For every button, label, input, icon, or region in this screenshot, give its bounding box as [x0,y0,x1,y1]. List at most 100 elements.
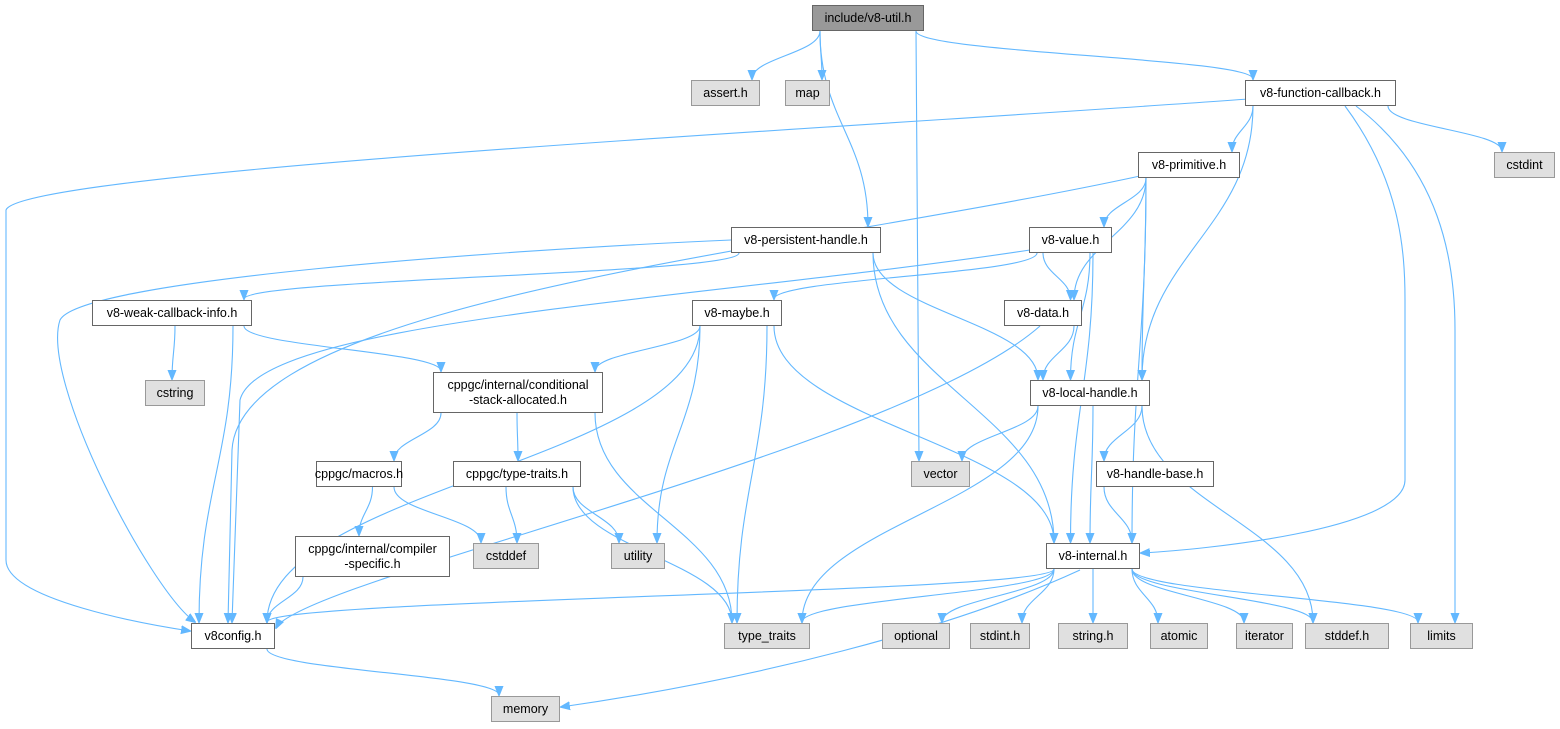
node-label: cstring [156,385,194,400]
edge-weak-to-cstring [172,325,175,379]
node-label: include/v8-util.h [824,10,912,25]
node-label: v8-handle-base.h [1106,466,1204,481]
edge-maybe-to-utility [657,325,701,542]
node-label: v8-primitive.h [1151,157,1227,172]
node-label: cppgc/internal/compiler -specific.h [308,541,437,571]
node-label: v8-function-callback.h [1260,85,1381,100]
node-label: limits [1427,628,1456,643]
edge-pers-to-local [872,252,1038,379]
node-maybe[interactable]: v8-maybe.h [692,300,782,326]
node-hbase[interactable]: v8-handle-base.h [1096,461,1214,487]
edge-fcb-to-cstdint [1387,105,1502,151]
edge-local-to-hbase [1104,405,1143,460]
node-util[interactable]: include/v8-util.h [812,5,924,31]
edge-cond-to-macros [394,412,442,460]
node-fcb[interactable]: v8-function-callback.h [1245,80,1396,106]
edge-cond-to-tt [594,412,732,622]
node-local[interactable]: v8-local-handle.h [1030,380,1150,406]
node-label: type_traits [738,628,796,643]
node-label: assert.h [703,85,748,100]
node-label: v8-data.h [1016,305,1070,320]
node-cond[interactable]: cppgc/internal/conditional -stack-alloca… [433,372,603,413]
node-iterator: iterator [1236,623,1293,649]
edge-data-to-config [276,325,1041,628]
edge-value-to-maybe [774,252,1038,299]
edge-prim-to-config [228,175,1141,622]
node-label: v8-local-handle.h [1042,385,1138,400]
node-label: cppgc/macros.h [314,466,404,481]
edge-util-to-assert [752,30,821,79]
edge-internal-to-optional [942,568,1055,622]
edge-data-to-local [1043,325,1075,379]
node-internal[interactable]: v8-internal.h [1046,543,1140,569]
node-cstddef: cstddef [473,543,539,569]
edge-prim-to-value [1104,177,1147,226]
edge-macros-to-cstddef [393,486,481,542]
edge-comp-to-config [267,576,304,622]
node-label: cppgc/internal/conditional -stack-alloca… [447,377,589,407]
node-map: map [785,80,830,106]
node-pers[interactable]: v8-persistent-handle.h [731,227,881,253]
edge-internal-to-atomic [1131,568,1158,622]
node-label: vector [923,466,958,481]
node-weak[interactable]: v8-weak-callback-info.h [92,300,252,326]
edge-internal-to-stddef [1131,568,1313,622]
edge-internal-to-limits [1131,568,1418,622]
node-label: v8-persistent-handle.h [744,232,868,247]
node-label: map [795,85,820,100]
node-label: cstddef [485,548,527,563]
edge-local-to-stddef [1141,405,1313,622]
node-cstring: cstring [145,380,205,406]
edge-value-to-data [1042,252,1071,299]
node-string: string.h [1058,623,1128,649]
edge-internal-to-config [267,568,1055,622]
node-limits: limits [1410,623,1473,649]
node-label: v8-value.h [1041,232,1100,247]
edge-pers-to-weak [244,252,740,299]
edge-ctt-to-utility [572,486,619,542]
node-label: atomic [1160,628,1198,643]
node-label: stddef.h [1324,628,1370,643]
node-label: v8-maybe.h [704,305,770,320]
node-tt: type_traits [724,623,810,649]
edge-fcb-to-local [1142,105,1254,379]
node-value[interactable]: v8-value.h [1029,227,1112,253]
node-data[interactable]: v8-data.h [1004,300,1082,326]
edge-pers-to-config [57,239,732,622]
edge-pers-to-internal [872,252,1054,542]
edge-local-to-internal [1090,405,1093,542]
node-macros[interactable]: cppgc/macros.h [314,461,404,487]
edge-config-to-memory [266,648,499,695]
node-atomic: atomic [1150,623,1208,649]
node-utility: utility [611,543,665,569]
node-label: iterator [1245,628,1284,643]
node-prim[interactable]: v8-primitive.h [1138,152,1240,178]
edge-internal-to-stdint [1022,568,1055,622]
edge-weak-to-config [199,325,234,622]
edge-cond-to-ctt [517,412,518,460]
edge-local-to-vector [962,405,1039,460]
node-label: optional [894,628,938,643]
node-memory: memory [491,696,560,722]
node-label: utility [623,548,653,563]
edge-hbase-to-internal [1103,486,1132,542]
node-config[interactable]: v8config.h [191,623,275,649]
edge-weak-to-cond [243,325,441,371]
node-vector: vector [911,461,970,487]
node-label: stdint.h [979,628,1021,643]
node-ctt[interactable]: cppgc/type-traits.h [453,461,581,487]
edge-internal-to-iterator [1131,568,1244,622]
edge-fcb-to-limits [1355,105,1455,622]
edge-internal-to-tt [802,568,1055,622]
edge-ctt-to-cstddef [505,486,517,542]
edge-fcb-to-prim [1232,105,1254,151]
node-comp[interactable]: cppgc/internal/compiler -specific.h [295,536,450,577]
edge-util-to-pers [819,30,868,226]
node-label: cstdint [1506,157,1543,172]
edge-value-to-config [232,249,1031,622]
node-label: memory [502,701,549,716]
edge-macros-to-comp [359,486,374,535]
edge-util-to-vector [916,30,919,460]
node-cstdint: cstdint [1494,152,1555,178]
node-label: v8-weak-callback-info.h [106,305,238,320]
